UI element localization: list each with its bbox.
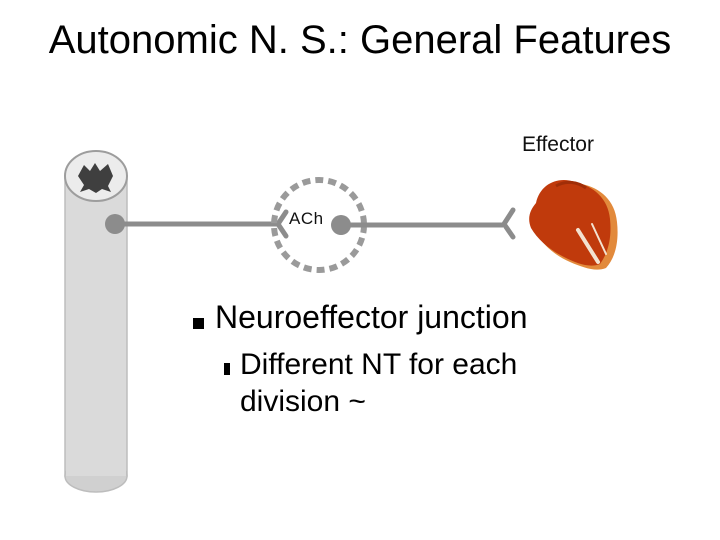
grey-matter-icon [78,163,113,193]
effector-label: Effector [522,133,594,156]
ganglion-synapse-ending [274,209,289,239]
ach-label: ACh [289,209,324,228]
bullet-different-nt: Different NT for each division ~ [240,348,518,418]
neuron-cell-body [105,214,125,234]
heart-icon [529,180,618,270]
effector-synapse-ending [500,207,516,240]
bullet-square-icon [190,314,210,334]
bullet-dot-icon [223,363,233,375]
bullet-neuroeffector-junction: Neuroeffector junction [215,299,528,335]
postganglionic-cell-body [331,215,351,235]
spinal-cord [64,150,128,493]
slide-title: Autonomic N. S.: General Features [48,18,672,62]
